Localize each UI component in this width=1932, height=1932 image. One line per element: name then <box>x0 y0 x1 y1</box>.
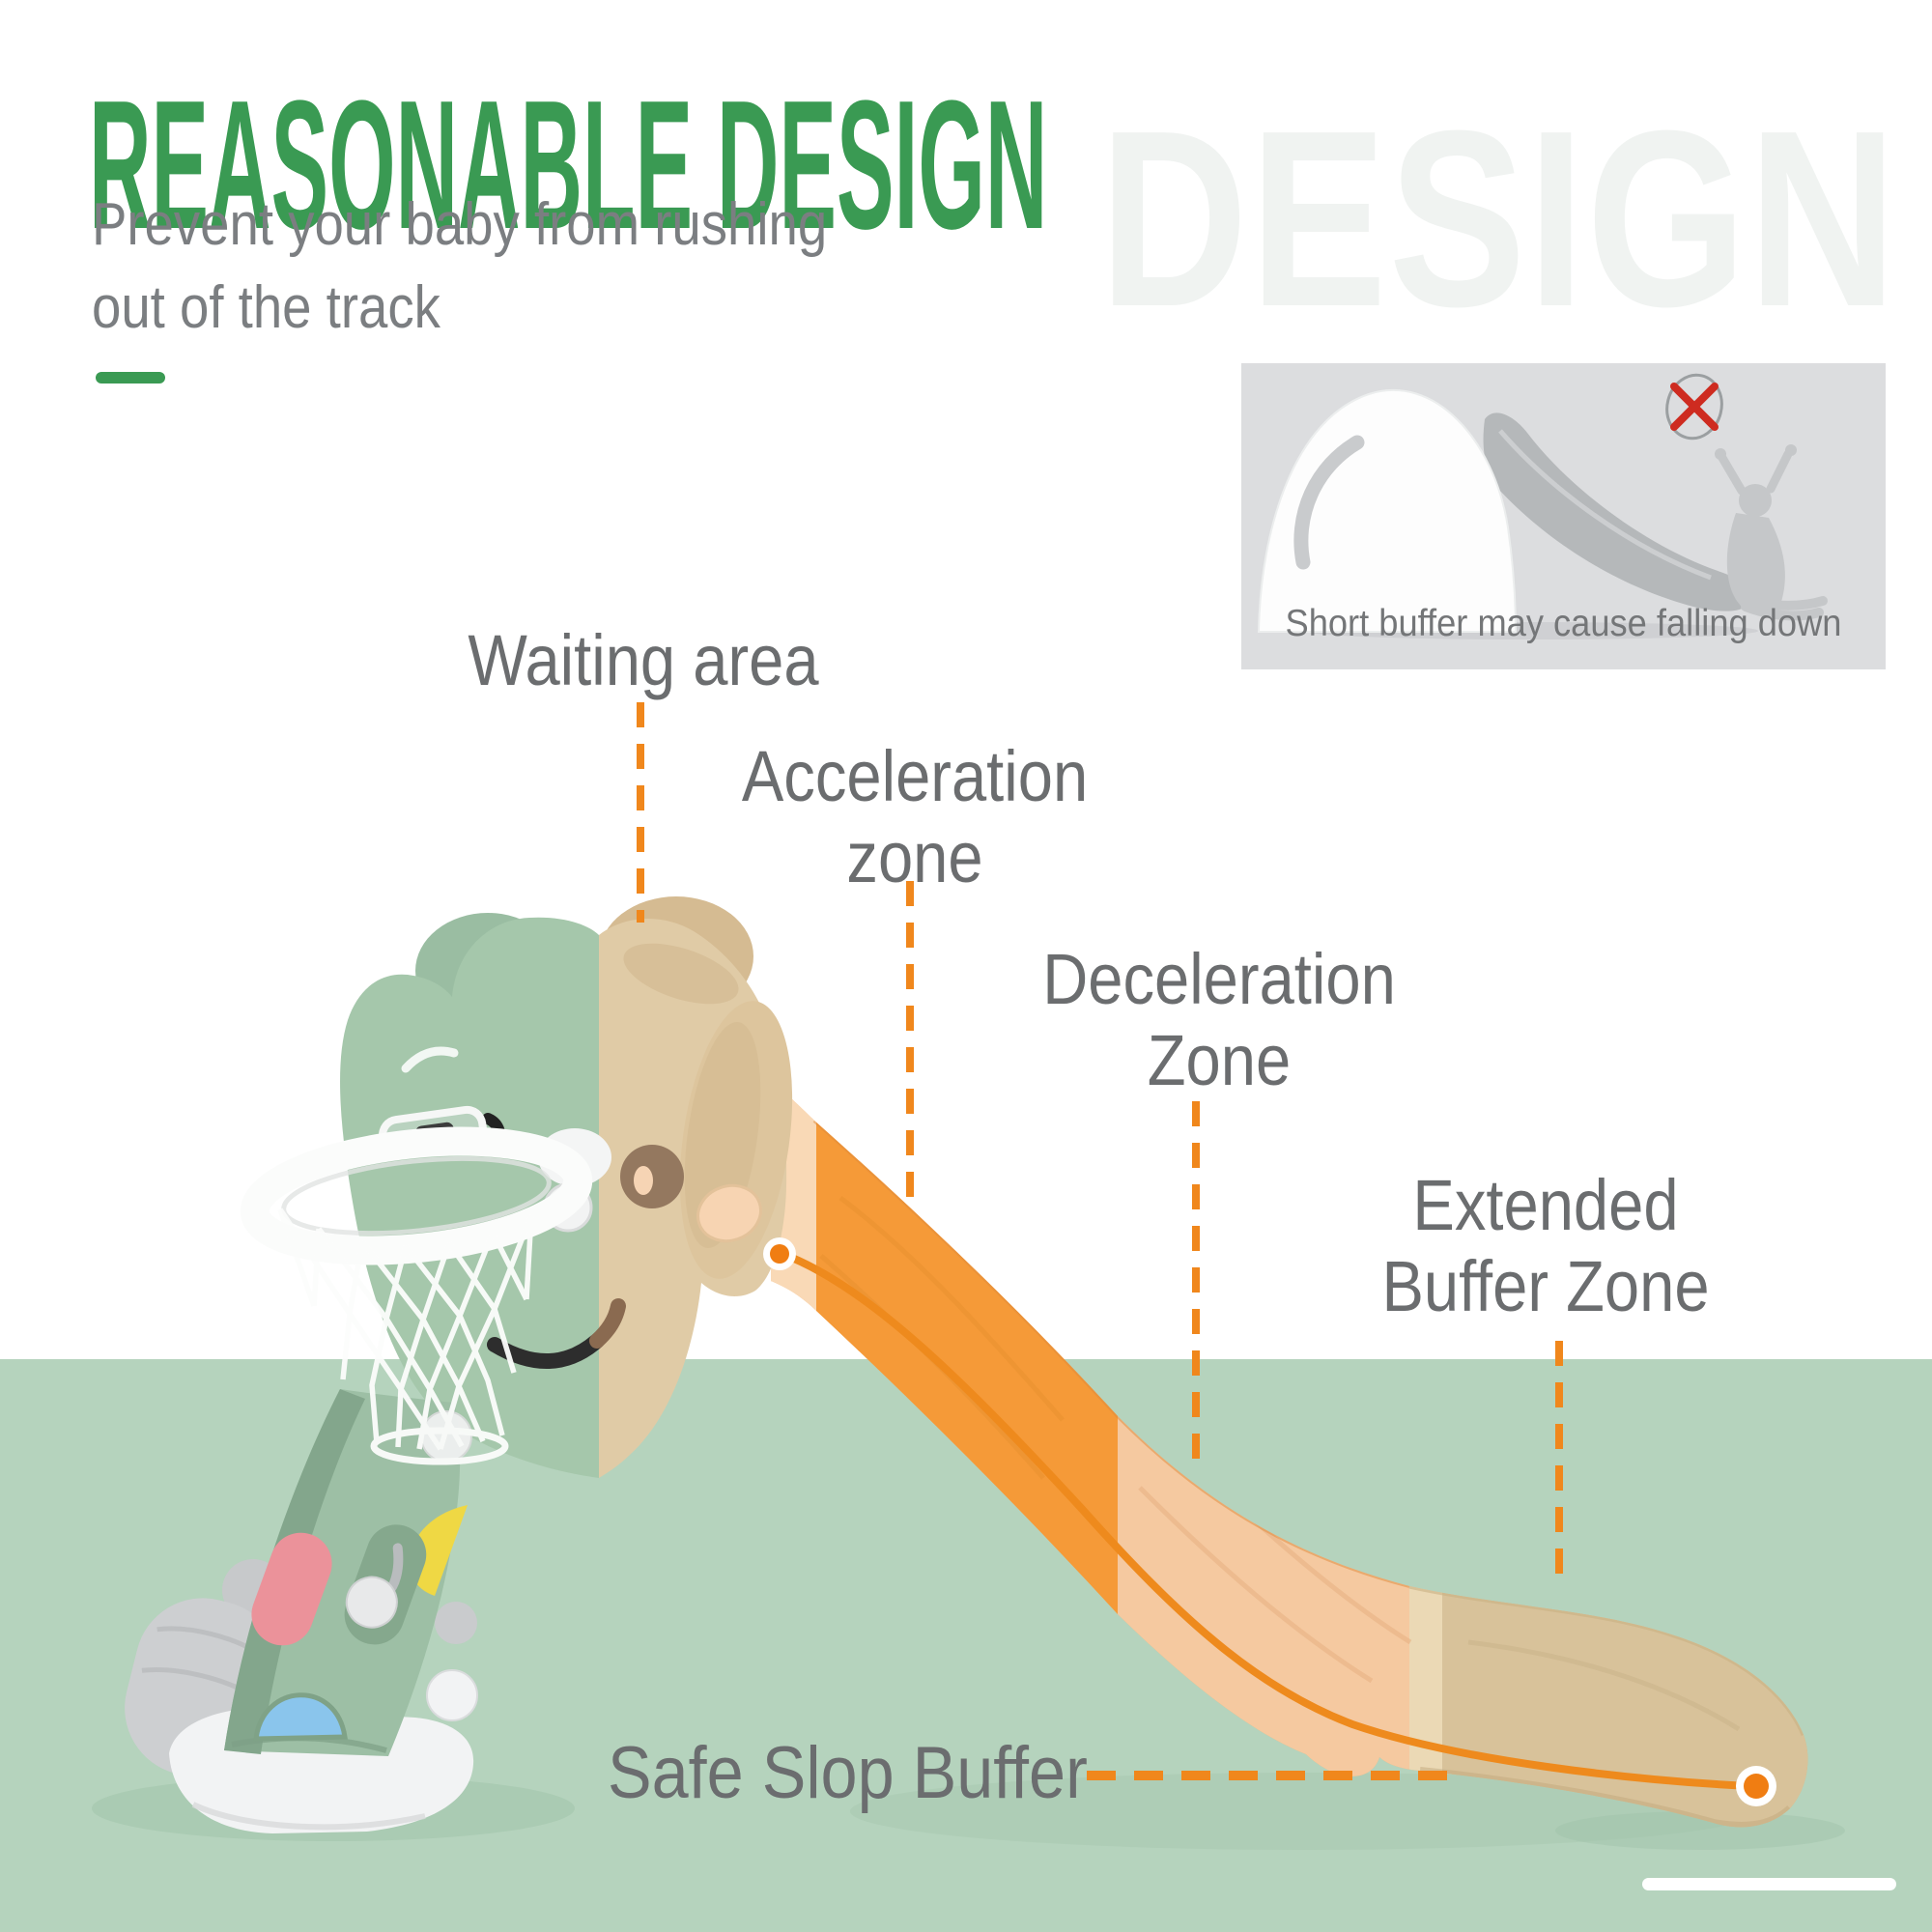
background-watermark: DESIGN <box>1099 79 1899 359</box>
marker-dot-buffer-end <box>1736 1766 1776 1806</box>
title-underline-dash <box>96 372 165 384</box>
label-waiting-area: Waiting area <box>468 620 819 700</box>
leg-front <box>224 1389 461 1756</box>
slide-shadow <box>850 1773 1758 1850</box>
falling-child-graphic <box>1715 444 1828 621</box>
ball-scoop <box>344 1524 427 1645</box>
leg-decor-yellow <box>409 1505 468 1596</box>
label-line: Deceleration <box>1042 939 1396 1019</box>
label-line: zone <box>846 817 983 897</box>
inset-ramp <box>1483 412 1752 611</box>
leg-decor-blue <box>253 1692 348 1742</box>
page-subtitle: Prevent your baby from rushing out of th… <box>92 184 827 350</box>
label-line: Extended <box>1412 1165 1679 1245</box>
wrong-icon <box>1665 373 1723 440</box>
label-extended-buffer-zone: Extended Buffer Zone <box>1333 1165 1758 1327</box>
basketball-hoop <box>240 1126 593 1465</box>
support-leg <box>125 1389 478 1833</box>
label-line: Buffer Zone <box>1381 1246 1710 1326</box>
label-line: Zone <box>1147 1020 1292 1100</box>
inset-caption: Short buffer may cause falling down <box>1285 603 1842 644</box>
subtitle-line: Prevent your baby from rushing <box>92 191 828 258</box>
label-line: Acceleration <box>741 736 1089 816</box>
label-deceleration-zone: Deceleration Zone <box>1007 939 1432 1101</box>
back-panel <box>340 896 793 1478</box>
inset-slide-graphic <box>1241 363 1886 669</box>
page-title: REASONABLE DESIGN <box>89 63 1048 268</box>
label-safe-slop-buffer: Safe Slop Buffer <box>608 1732 1088 1814</box>
marker-dot-slide-start <box>763 1237 796 1270</box>
slide-rail-line <box>779 1250 1754 1790</box>
basketball-net <box>277 1208 534 1465</box>
label-acceleration-zone: Acceleration zone <box>702 736 1127 898</box>
ear-inner <box>696 1183 762 1243</box>
subtitle-line: out of the track <box>92 274 440 341</box>
panel-green-half <box>340 917 599 1478</box>
inset-slide-side <box>1257 388 1518 633</box>
warning-inset: Short buffer may cause falling down <box>1241 363 1886 669</box>
buffer-shadow <box>1555 1811 1845 1850</box>
home-indicator-bar <box>1642 1878 1896 1890</box>
leg-decor-pink <box>251 1532 332 1646</box>
